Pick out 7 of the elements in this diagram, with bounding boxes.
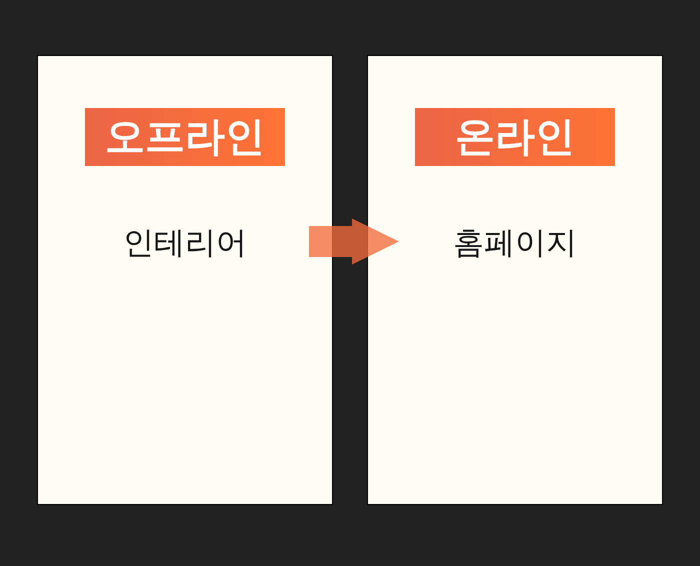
title-banner: 온라인 xyxy=(415,108,615,166)
panel-text: 인테리어 xyxy=(123,225,247,261)
panel xyxy=(367,55,663,505)
arrow xyxy=(309,218,399,264)
title-banner: 오프라인 xyxy=(85,108,285,166)
panel-text: 홈페이지 xyxy=(453,225,577,261)
panel xyxy=(37,55,333,505)
